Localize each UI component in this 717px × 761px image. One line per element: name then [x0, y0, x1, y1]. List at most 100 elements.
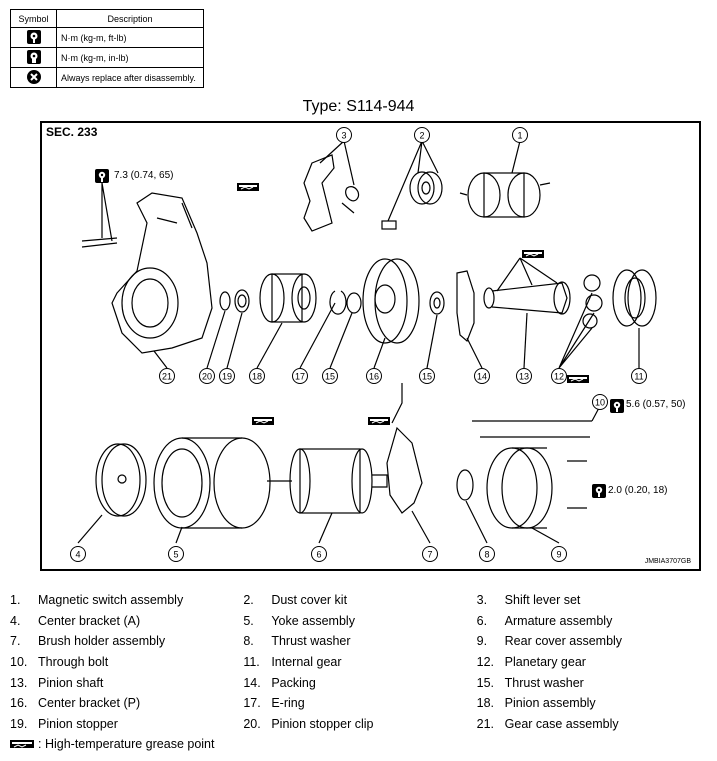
- callout-circle: [168, 546, 184, 562]
- part-item: 12. Planetary gear: [477, 655, 710, 669]
- part-number: 18.: [476, 696, 495, 711]
- callout-circle: [592, 394, 608, 410]
- callout-circle: [551, 546, 567, 562]
- part-number: 21.: [476, 716, 495, 731]
- parts-row: 4.Center bracket (A) 5.Yoke assembly 6.A…: [10, 611, 710, 632]
- part-number: 7.: [10, 634, 21, 649]
- torque-value: 7.3 (0.74, 65): [114, 170, 174, 181]
- callout-circle: [512, 127, 528, 143]
- grease-note: : High-temperature grease point: [10, 737, 214, 751]
- part-item: 4. Center bracket (A): [10, 614, 243, 628]
- part-number: 6.: [476, 613, 488, 628]
- callout-number: 15: [325, 372, 335, 382]
- grease-note-text: : High-temperature grease point: [38, 737, 215, 751]
- parts-row: 19. Pinion stopper 20.Pinion stopper clip…: [10, 714, 710, 735]
- legend-header-description: Description: [56, 9, 204, 28]
- callout-circle: [474, 368, 490, 384]
- callout-number: 9: [556, 550, 561, 560]
- part-item: 19. Pinion stopper: [10, 717, 243, 731]
- legend-row-text: N·m (kg-m, in-lb): [56, 47, 204, 68]
- callout-circle: [322, 368, 338, 384]
- parts-row: 7.Brush holder assembly 8.Thrust washer …: [10, 631, 710, 652]
- legend-row-text: Always replace after disassembly.: [56, 67, 204, 88]
- part-name: Thrust washer: [504, 675, 584, 690]
- torque-wrench-ftlb-icon: [10, 27, 57, 48]
- callout-number: 18: [252, 372, 262, 382]
- part-number: 15.: [476, 675, 495, 690]
- part-number: 14.: [243, 675, 261, 690]
- parts-row: 13.Pinion shaft 14. Packing 15. Thrust was…: [10, 672, 710, 693]
- part-number: 19.: [10, 716, 28, 731]
- part-name: Rear cover assembly: [504, 634, 623, 649]
- part-number: 10.: [10, 655, 28, 670]
- callout-circle: [311, 546, 327, 562]
- callout-circle: [292, 368, 308, 384]
- parts-list: 1.Magnetic switch assembly 2. Dust cover …: [10, 590, 710, 734]
- section-label: SEC. 233: [46, 125, 98, 139]
- part-item: 10. Through bolt: [10, 655, 243, 669]
- callout-number: 7: [427, 550, 432, 560]
- part-item: 17.E-ring: [243, 696, 476, 710]
- part-item: 18. Pinion assembly: [477, 696, 710, 710]
- part-name: Planetary gear: [504, 655, 586, 670]
- part-number: 20.: [243, 716, 261, 731]
- callout-number: 15: [422, 372, 432, 382]
- callout-circle: [419, 368, 435, 384]
- legend-row-text: N·m (kg-m, ft-lb): [56, 27, 204, 48]
- callout-circle: [414, 127, 430, 143]
- part-name: Pinion stopper: [38, 716, 118, 731]
- callout-number: 8: [484, 550, 489, 560]
- callout-number: 5: [173, 550, 178, 560]
- part-item: 16.Center bracket (P): [10, 696, 243, 710]
- torque-value: 5.6 (0.57, 50): [626, 399, 686, 410]
- part-item: 6. Armature assembly: [477, 614, 710, 628]
- part-number: 9.: [476, 634, 488, 649]
- legend-header-symbol: Symbol: [10, 9, 57, 28]
- parts-row: 16.Center bracket (P) 17.E-ring 18. Pinio…: [10, 693, 710, 714]
- part-item: 2. Dust cover kit: [243, 593, 476, 607]
- symbol-legend-table: Symbol Description N·m (kg-m, ft-lb) N·m…: [10, 9, 204, 88]
- part-name: Center bracket (P): [38, 696, 141, 711]
- part-name: Packing: [271, 675, 316, 690]
- gear-case-part: [111, 192, 213, 354]
- callout-circle: [336, 127, 352, 143]
- torque-value: 2.0 (0.20, 18): [608, 485, 668, 496]
- callout-number: 17: [295, 372, 305, 382]
- part-number: 13.: [10, 675, 28, 690]
- part-number: 4.: [10, 613, 21, 628]
- part-name: Center bracket (A): [38, 613, 141, 628]
- callout-number: 1: [517, 131, 522, 141]
- part-name: Brush holder assembly: [38, 634, 166, 649]
- callout-circle: [366, 368, 382, 384]
- callout-number: 21: [162, 372, 172, 382]
- part-number: 2.: [243, 593, 254, 608]
- part-name: Through bolt: [38, 655, 109, 670]
- callout-number: 11: [634, 372, 643, 382]
- part-name: Dust cover kit: [271, 593, 348, 608]
- callout-circle: [631, 368, 647, 384]
- part-name: Pinion assembly: [504, 696, 596, 711]
- part-name: Gear case assembly: [504, 716, 619, 731]
- part-number: 11.: [243, 655, 260, 670]
- part-number: 12.: [476, 655, 495, 670]
- parts-row: 10. Through bolt 11.Internal gear 12. Plan…: [10, 652, 710, 673]
- part-number: 8.: [243, 634, 254, 649]
- part-name: Armature assembly: [504, 613, 613, 628]
- part-number: 17.: [243, 696, 261, 711]
- part-name: Thrust washer: [271, 634, 351, 649]
- callout-circle: [479, 546, 495, 562]
- part-item: 13.Pinion shaft: [10, 676, 243, 690]
- part-item: 1.Magnetic switch assembly: [10, 593, 243, 607]
- callout-circle: [70, 546, 86, 562]
- part-number: 3.: [476, 593, 488, 608]
- callout-number: 16: [369, 372, 379, 382]
- part-number: 1.: [10, 593, 21, 608]
- part-item: 3.Shift lever set: [477, 593, 710, 607]
- callout-number: 10: [595, 398, 605, 408]
- part-item: 20.Pinion stopper clip: [243, 717, 476, 731]
- part-item: 11.Internal gear: [243, 655, 476, 669]
- callout-number: 12: [554, 372, 564, 382]
- callout-circle: [422, 546, 438, 562]
